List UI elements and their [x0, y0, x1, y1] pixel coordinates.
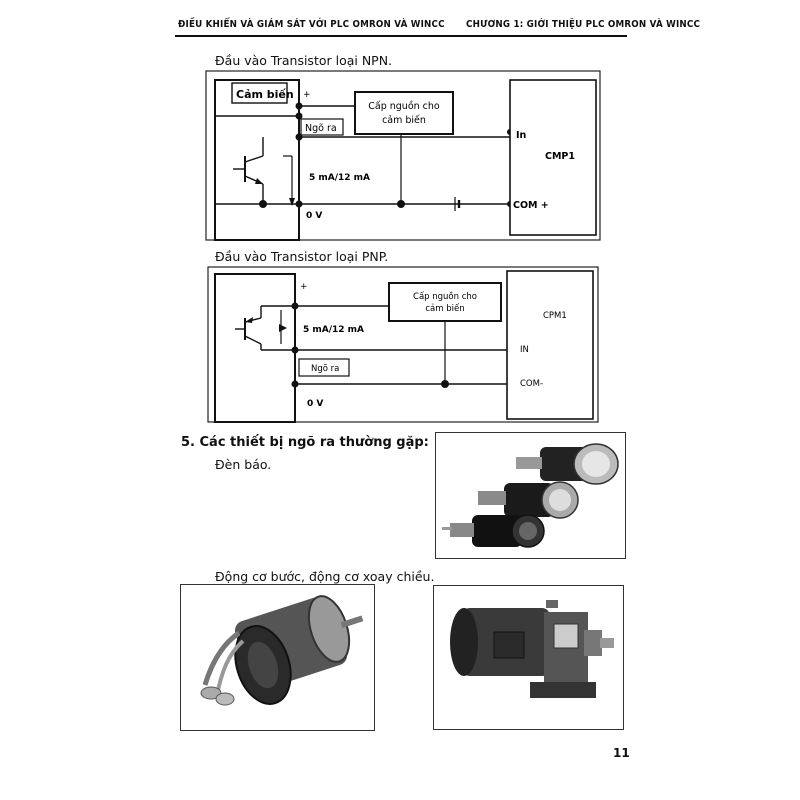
- pnp-cpm-label: CPM1: [543, 311, 567, 321]
- pnp-wiring-diagram: + Cấp nguồn cho cảm biến 5 mA/12 mA Ngõ …: [207, 266, 599, 423]
- npn-wiring-diagram: Cảm biến + Cấp nguồn cho cảm biến Ngõ ra…: [205, 70, 601, 241]
- pnp-zero-v: 0 V: [307, 399, 323, 409]
- section-5-item-indicator-light: Đèn báo.: [215, 457, 272, 472]
- npn-sensor-label: Cảm biến: [236, 88, 294, 101]
- npn-zero-v: 0 V: [306, 211, 322, 221]
- npn-sensor-box: [214, 79, 300, 241]
- pnp-power-box: [388, 282, 502, 322]
- npn-caption: Đầu vào Transistor loại NPN.: [215, 53, 393, 68]
- pnp-in-label: IN: [520, 345, 529, 355]
- pnp-com-label: COM-: [520, 379, 543, 389]
- npn-com-label: COM +: [513, 200, 549, 211]
- stepper-motor-photo: [180, 584, 375, 731]
- pnp-caption: Đầu vào Transistor loại PNP.: [215, 249, 389, 264]
- npn-cpm-box: [509, 79, 597, 236]
- header-left-title: ĐIỀU KHIỂN VÀ GIÁM SÁT VỚI PLC OMRON VÀ …: [178, 19, 445, 30]
- ac-gear-motor-photo: [433, 585, 624, 730]
- npn-power-label-1: Cấp nguồn cho: [368, 101, 440, 112]
- npn-output-label: Ngõ ra: [305, 123, 337, 134]
- npn-power-box: [354, 91, 454, 135]
- header-rule: [175, 35, 627, 37]
- pnp-power-label-1: Cấp nguồn cho: [413, 291, 477, 302]
- npn-plus: +: [303, 90, 311, 100]
- pnp-outer-frame: [207, 266, 599, 423]
- pnp-plus: +: [300, 282, 308, 292]
- npn-in-label: In: [516, 130, 527, 141]
- pnp-current-label: 5 mA/12 mA: [303, 325, 364, 335]
- section-5-item-motors: Động cơ bước, động cơ xoay chiều.: [215, 569, 435, 584]
- page-number: 11: [613, 746, 630, 760]
- pnp-output-label: Ngõ ra: [311, 364, 339, 374]
- pnp-output-label-box: [298, 358, 350, 377]
- npn-output-label-box: [300, 118, 344, 136]
- npn-power-label-2: cảm biến: [382, 115, 426, 126]
- npn-cpm-label: CMP1: [545, 151, 575, 162]
- npn-current-label: 5 mA/12 mA: [309, 173, 370, 183]
- section-5-title: 5. Các thiết bị ngõ ra thường gặp:: [181, 435, 429, 450]
- npn-sensor-label-box: [231, 82, 288, 104]
- npn-outer-frame: [205, 70, 601, 241]
- pnp-cpm-box: [506, 270, 594, 420]
- header-right-title: CHƯƠNG 1: GIỚI THIỆU PLC OMRON VÀ WINCC: [466, 19, 701, 30]
- pnp-sensor-box: [214, 273, 296, 423]
- pnp-power-label-2: cảm biến: [425, 303, 464, 314]
- indicator-lights-photo: [435, 432, 626, 559]
